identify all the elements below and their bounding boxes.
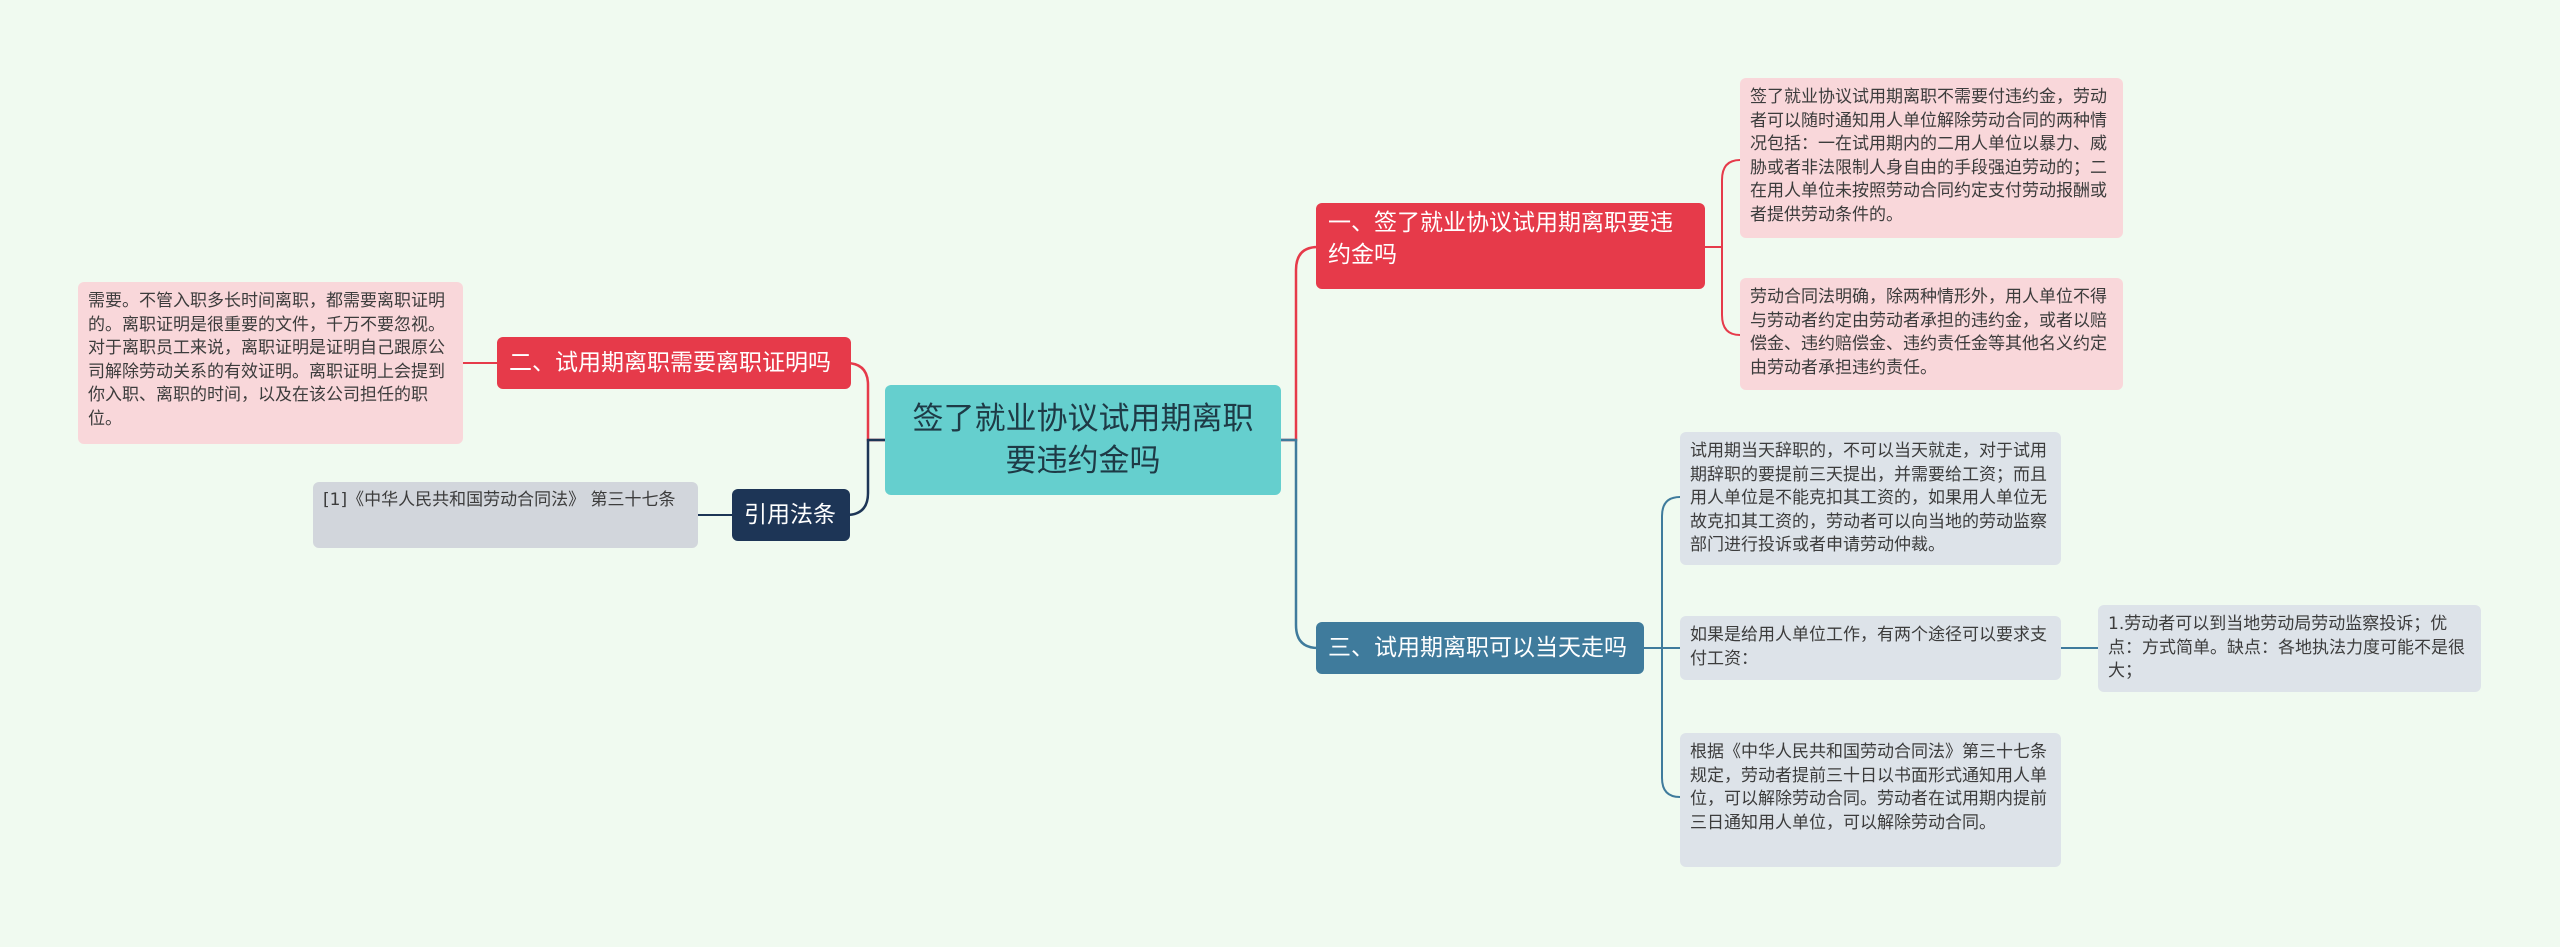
- branch-1-leaf-2[interactable]: 劳动合同法明确，除两种情形外，用人单位不得与劳动者约定由劳动者承担的违约金，或者…: [1740, 278, 2123, 390]
- branch-2-leaf-1-text: 需要。不管入职多长时间离职，都需要离职证明的。离职证明是很重要的文件，千万不要忽…: [88, 291, 445, 429]
- branch-3-leaf-2-text: 如果是给用人单位工作，有两个途径可以要求支付工资：: [1690, 625, 2047, 669]
- connector-root-branch3: [1281, 438, 1319, 650]
- connector-branch1-leaf2: [1705, 246, 1741, 336]
- connector-root-branch1: [1281, 245, 1319, 442]
- branch-2-leaf-1[interactable]: 需要。不管入职多长时间离职，都需要离职证明的。离职证明是很重要的文件，千万不要忽…: [78, 282, 463, 444]
- branch-4-topic[interactable]: 引用法条: [732, 489, 850, 541]
- branch-3-subleaf-1[interactable]: 1.劳动者可以到当地劳动局劳动监察投诉；优点：方式简单。缺点：各地执法力度可能不…: [2098, 605, 2481, 692]
- branch-3-text: 三、试用期离职可以当天走吗: [1328, 635, 1627, 661]
- branch-3-leaf-2[interactable]: 如果是给用人单位工作，有两个途径可以要求支付工资：: [1680, 616, 2061, 680]
- branch-1-leaf-1-text: 签了就业协议试用期离职不需要付违约金，劳动者可以随时通知用人单位解除劳动合同的两…: [1750, 87, 2107, 225]
- branch-1-leaf-2-text: 劳动合同法明确，除两种情形外，用人单位不得与劳动者约定由劳动者承担的违约金，或者…: [1750, 287, 2107, 378]
- connector-branch3-leaf3: [1644, 647, 1681, 798]
- connector-root-branch4: [845, 438, 885, 517]
- branch-4-text: 引用法条: [744, 502, 836, 528]
- root-topic-text: 签了就业协议试用期离职要违约金吗: [912, 401, 1254, 479]
- branch-4-leaf-1-text: [1]《中华人民共和国劳动合同法》 第三十七条: [323, 490, 676, 510]
- branch-3-subleaf-1-text: 1.劳动者可以到当地劳动局劳动监察投诉；优点：方式简单。缺点：各地执法力度可能不…: [2108, 614, 2465, 681]
- branch-4-leaf-1[interactable]: [1]《中华人民共和国劳动合同法》 第三十七条: [313, 482, 698, 548]
- connector-branch3-leaf1: [1644, 496, 1681, 649]
- branch-3-leaf-3-text: 根据《中华人民共和国劳动合同法》第三十七条规定，劳动者提前三十日以书面形式通知用…: [1690, 742, 2047, 833]
- branch-3-leaf-3[interactable]: 根据《中华人民共和国劳动合同法》第三十七条规定，劳动者提前三十日以书面形式通知用…: [1680, 733, 2061, 867]
- branch-2-topic[interactable]: 二、试用期离职需要离职证明吗: [497, 337, 851, 389]
- connector-branch1-leaf1: [1705, 159, 1741, 248]
- branch-3-topic[interactable]: 三、试用期离职可以当天走吗: [1316, 622, 1644, 674]
- branch-3-leaf-1-text: 试用期当天辞职的，不可以当天就走，对于试用期辞职的要提前三天提出，并需要给工资；…: [1690, 441, 2047, 555]
- branch-2-text: 二、试用期离职需要离职证明吗: [509, 350, 831, 376]
- branch-1-leaf-1[interactable]: 签了就业协议试用期离职不需要付违约金，劳动者可以随时通知用人单位解除劳动合同的两…: [1740, 78, 2123, 238]
- branch-1-text: 一、签了就业协议试用期离职要违约金吗: [1328, 210, 1673, 268]
- root-topic[interactable]: 签了就业协议试用期离职要违约金吗: [885, 385, 1281, 495]
- branch-3-leaf-1[interactable]: 试用期当天辞职的，不可以当天就走，对于试用期辞职的要提前三天提出，并需要给工资；…: [1680, 432, 2061, 565]
- branch-1-topic[interactable]: 一、签了就业协议试用期离职要违约金吗: [1316, 203, 1705, 289]
